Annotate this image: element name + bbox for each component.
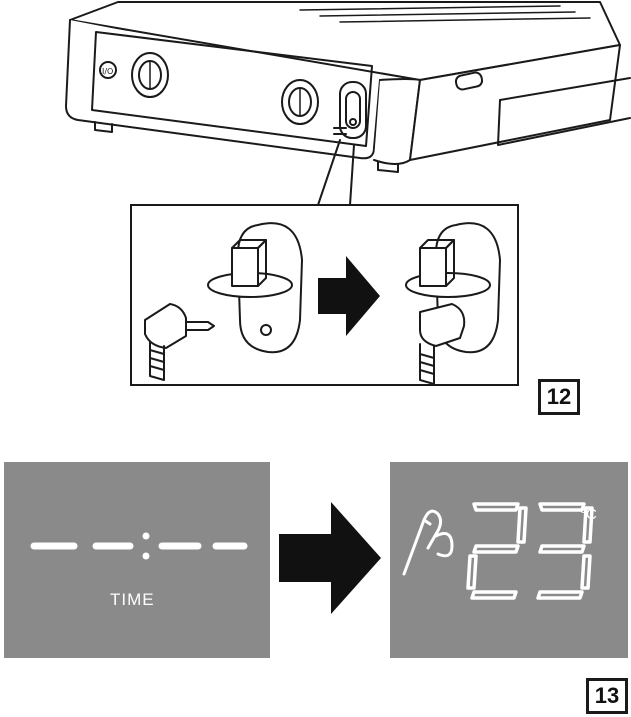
probe-icon (402, 509, 454, 576)
socket-detail-before (144, 222, 303, 381)
appliance-top (69, 1, 621, 81)
transition-arrow-icon (279, 502, 381, 614)
digit-3 (536, 502, 594, 600)
display-before: TIME (4, 462, 270, 658)
temperature-display (402, 502, 594, 600)
right-arrow-icon (318, 256, 380, 336)
appliance-drawing: I/O (65, 1, 631, 386)
step-number-badge: 13 (586, 678, 628, 714)
step-number-badge: 12 (538, 379, 580, 415)
time-label: TIME (110, 590, 155, 609)
probe-socket (339, 81, 367, 139)
temperature-unit: °C (580, 506, 597, 523)
display-after: °C (390, 462, 628, 658)
digit-2 (466, 502, 528, 600)
socket-detail-after (405, 222, 501, 385)
time-placeholder-segments (30, 532, 248, 560)
step-12-illustration: I/O (65, 1, 631, 386)
appliance-side (409, 44, 621, 161)
svg-text:I/O: I/O (102, 67, 113, 76)
